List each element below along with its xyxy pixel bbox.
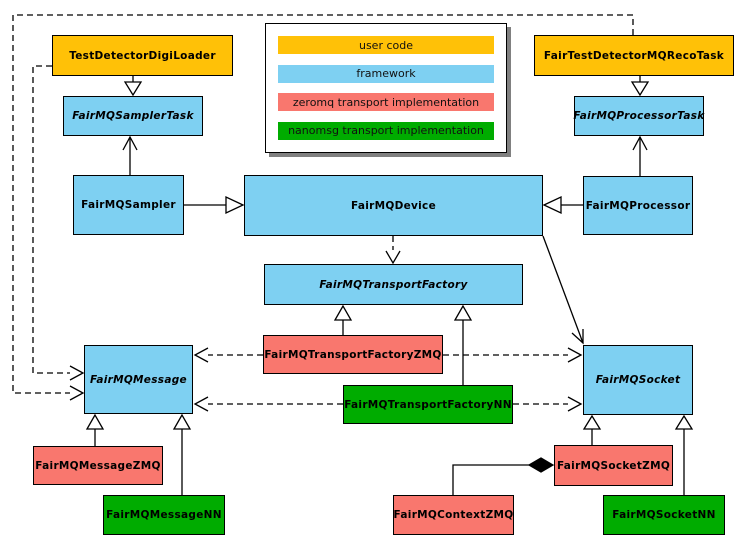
edge-fairmqsocketnn-fairmqsocket (674, 414, 694, 495)
class-box-fairmqtransportfactorynn: FairMQTransportFactoryNN (343, 385, 513, 424)
edge-fairmqmessagenn-fairmqmessage (172, 413, 192, 495)
edge-fairmqdevice-fairmqsocket (542, 235, 584, 345)
class-box-fairmqsampler: FairMQSampler (73, 175, 184, 235)
class-box-fairtestdetectormqrecotask: FairTestDetectorMQRecoTask (534, 35, 734, 76)
class-box-fairmqsamplertask: FairMQSamplerTask (63, 96, 203, 136)
legend-item-nanomsg: nanomsg transport implementation (278, 121, 494, 140)
class-box-fairmqsocketnn: FairMQSocketNN (603, 495, 725, 535)
edge-testdetectordigiloader-fairmqmessage (32, 65, 85, 381)
edge-fairmqdevice-fairmqtransportfactory (385, 236, 401, 265)
edge-testdetectordigiloader-fairmqsamplertask (123, 76, 143, 97)
class-box-fairmqsocket: FairMQSocket (583, 345, 693, 415)
edge-fairmqsampler-fairmqsamplertask (122, 135, 138, 175)
edge-fairtestdetectormqrecotask-fairmqprocessortask (630, 76, 650, 97)
class-box-fairmqtransportfactory: FairMQTransportFactory (264, 264, 523, 305)
edge-fairmqprocessor-fairmqdevice (542, 195, 583, 215)
class-box-fairmqprocessortask: FairMQProcessorTask (573, 96, 704, 136)
legend-item-zeromq: zeromq transport implementation (278, 93, 494, 112)
class-box-fairmqcontextzmq: FairMQContextZMQ (393, 495, 514, 535)
edge-fairmqprocessor-fairmqprocessortask (632, 135, 648, 176)
edge-fairmqmessagezmq-fairmqmessage (85, 413, 105, 446)
edge-fairmqsocketzmq-fairmqsocket (582, 414, 602, 445)
class-box-fairmqmessagezmq: FairMQMessageZMQ (33, 446, 163, 485)
class-box-fairmqtransportfactoryzmq: FairMQTransportFactoryZMQ (263, 335, 443, 374)
edge-fairmqcontextzmq-fairmqsocketzmq (452, 457, 555, 495)
legend-item-user-code: user code (278, 36, 494, 54)
class-box-fairmqmessage: FairMQMessage (84, 345, 193, 414)
class-box-fairmqprocessor: FairMQProcessor (583, 176, 693, 235)
edge-fairmqsampler-fairmqdevice (184, 195, 245, 215)
edge-fairmqtransportfactoryzmq-fairmqsocket (443, 347, 583, 363)
class-box-fairmqsocketzmq: FairMQSocketZMQ (554, 445, 673, 486)
edge-fairmqtransportfactoryzmq-fairmqtransportfactory (333, 304, 353, 335)
legend: user code framework zeromq transport imp… (265, 23, 507, 153)
class-box-fairmqmessagenn: FairMQMessageNN (103, 495, 225, 535)
edge-fairtestdetectormqrecotask-fairmqmessage (12, 14, 634, 401)
edge-fairmqtransportfactorynn-fairmqtransportfactory (453, 304, 473, 385)
edge-fairmqtransportfactorynn-fairmqmessage (193, 396, 343, 412)
class-box-fairmqdevice: FairMQDevice (244, 175, 543, 236)
edge-fairmqtransportfactoryzmq-fairmqmessage (193, 347, 263, 363)
edge-fairmqtransportfactorynn-fairmqsocket (513, 396, 583, 412)
class-box-testdetectordigiloader: TestDetectorDigiLoader (52, 35, 233, 76)
legend-item-framework: framework (278, 64, 494, 83)
